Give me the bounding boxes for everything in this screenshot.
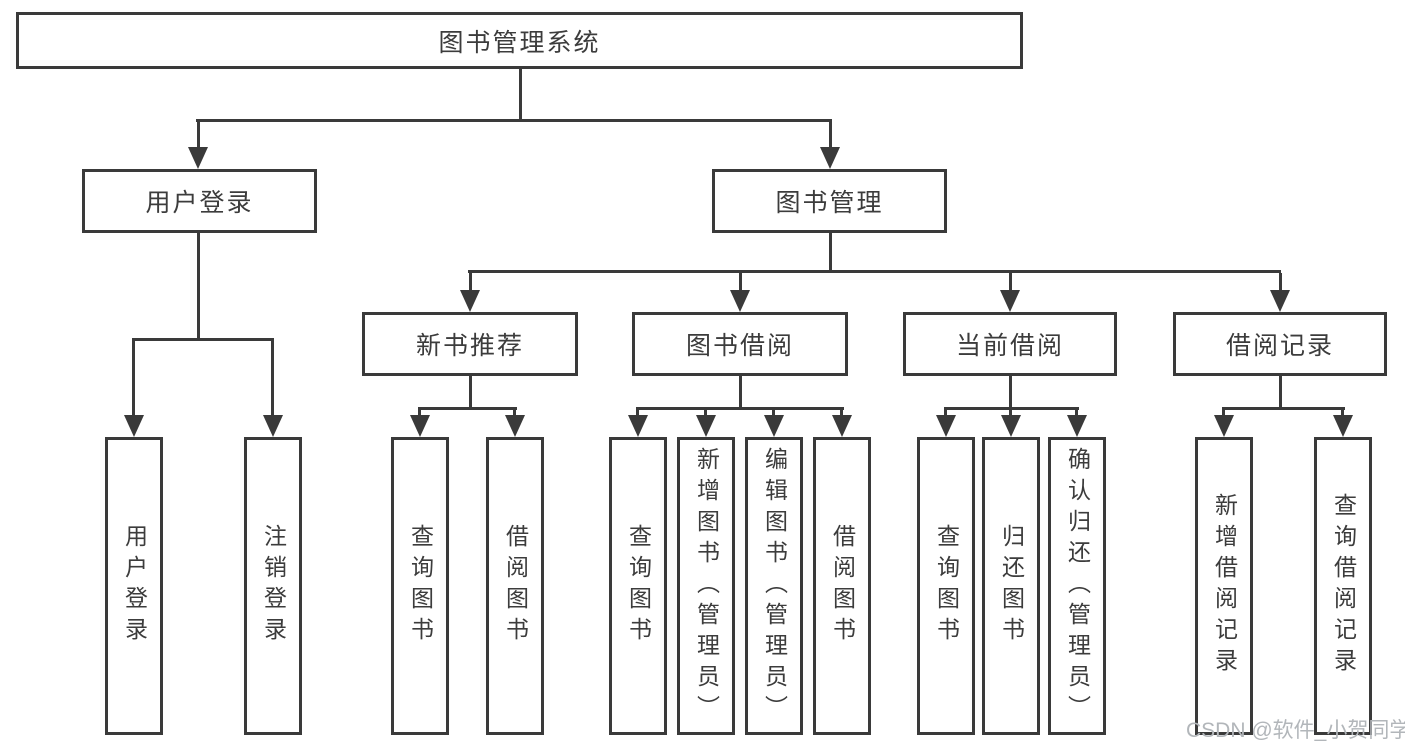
node-user-login-action: 用户登录 bbox=[105, 437, 163, 735]
arrow-down-icon bbox=[460, 290, 480, 312]
node-borrow-books: 借阅图书 bbox=[486, 437, 544, 735]
node-library-management-system: 图书管理系统 bbox=[16, 12, 1023, 69]
connector-line bbox=[1009, 410, 1012, 417]
node-current-borrowing: 当前借阅 bbox=[903, 312, 1117, 376]
connector-line bbox=[704, 410, 707, 417]
node-user-login: 用户登录 bbox=[82, 169, 317, 233]
arrow-down-icon bbox=[1001, 415, 1021, 437]
arrow-down-icon bbox=[1067, 415, 1087, 437]
connector-line bbox=[197, 233, 200, 338]
node-borrowing-records: 借阅记录 bbox=[1173, 312, 1387, 376]
connector-line bbox=[469, 376, 472, 407]
node-query-books: 查询图书 bbox=[917, 437, 975, 735]
connector-line bbox=[132, 338, 274, 341]
arrow-down-icon bbox=[696, 415, 716, 437]
arrow-down-icon bbox=[1333, 415, 1353, 437]
node-confirm-return-admin: 确认归还（管理员） bbox=[1048, 437, 1106, 735]
node-borrow-books: 借阅图书 bbox=[813, 437, 871, 735]
node-new-book-recommendation: 新书推荐 bbox=[362, 312, 578, 376]
watermark: CSDN @软件_小贺同学 bbox=[1186, 719, 1405, 742]
node-label: 借阅图书 bbox=[829, 524, 856, 648]
arrow-down-icon bbox=[832, 415, 852, 437]
connector-line bbox=[271, 341, 274, 415]
connector-line bbox=[739, 273, 742, 290]
connector-line bbox=[944, 410, 947, 417]
connector-line bbox=[1341, 410, 1344, 417]
arrow-down-icon bbox=[1270, 290, 1290, 312]
connector-line bbox=[1075, 410, 1078, 417]
arrow-down-icon bbox=[764, 415, 784, 437]
node-label: 查询图书 bbox=[933, 524, 960, 648]
node-book-borrowing: 图书借阅 bbox=[632, 312, 848, 376]
connector-line bbox=[840, 410, 843, 417]
node-label: 用户登录 bbox=[121, 524, 148, 648]
connector-line bbox=[469, 273, 472, 290]
arrow-down-icon bbox=[410, 415, 430, 437]
node-label: 查询借阅记录 bbox=[1330, 493, 1357, 679]
node-query-books: 查询图书 bbox=[391, 437, 449, 735]
connector-line bbox=[1279, 376, 1282, 407]
node-label: 确认归还（管理员） bbox=[1064, 446, 1091, 726]
arrow-down-icon bbox=[505, 415, 525, 437]
connector-line bbox=[418, 407, 517, 410]
connector-line bbox=[197, 122, 200, 148]
node-edit-books-admin: 编辑图书（管理员） bbox=[745, 437, 803, 735]
node-label: 新增图书（管理员） bbox=[693, 446, 720, 726]
connector-line bbox=[772, 410, 775, 417]
connector-line bbox=[1009, 376, 1012, 407]
arrow-down-icon bbox=[1214, 415, 1234, 437]
node-add-borrow-record: 新增借阅记录 bbox=[1195, 437, 1253, 735]
connector-line bbox=[829, 233, 832, 270]
node-label: 归还图书 bbox=[998, 524, 1025, 648]
arrow-down-icon bbox=[730, 290, 750, 312]
node-label: 注销登录 bbox=[260, 524, 287, 648]
arrow-down-icon bbox=[820, 147, 840, 169]
arrow-down-icon bbox=[124, 415, 144, 437]
arrow-down-icon bbox=[628, 415, 648, 437]
node-return-books: 归还图书 bbox=[982, 437, 1040, 735]
connector-line bbox=[196, 119, 832, 122]
connector-line bbox=[519, 69, 522, 119]
connector-line bbox=[739, 376, 742, 407]
node-logout: 注销登录 bbox=[244, 437, 302, 735]
arrow-down-icon bbox=[936, 415, 956, 437]
connector-line bbox=[1222, 407, 1345, 410]
arrow-down-icon bbox=[188, 147, 208, 169]
node-label: 查询图书 bbox=[625, 524, 652, 648]
arrow-down-icon bbox=[263, 415, 283, 437]
connector-line bbox=[132, 341, 135, 415]
connector-line bbox=[636, 407, 844, 410]
arrow-down-icon bbox=[1000, 290, 1020, 312]
connector-line bbox=[829, 122, 832, 148]
connector-line bbox=[944, 407, 1079, 410]
connector-line bbox=[1279, 273, 1282, 290]
node-query-borrow-record: 查询借阅记录 bbox=[1314, 437, 1372, 735]
node-query-books: 查询图书 bbox=[609, 437, 667, 735]
node-book-management: 图书管理 bbox=[712, 169, 947, 233]
node-label: 新增借阅记录 bbox=[1211, 493, 1238, 679]
connector-line bbox=[513, 410, 516, 417]
connector-line bbox=[1009, 273, 1012, 290]
connector-line bbox=[468, 270, 1281, 273]
node-label: 编辑图书（管理员） bbox=[761, 446, 788, 726]
connector-line bbox=[636, 410, 639, 417]
node-add-books-admin: 新增图书（管理员） bbox=[677, 437, 735, 735]
connector-line bbox=[418, 410, 421, 417]
connector-line bbox=[1222, 410, 1225, 417]
node-label: 借阅图书 bbox=[502, 524, 529, 648]
node-label: 查询图书 bbox=[407, 524, 434, 648]
